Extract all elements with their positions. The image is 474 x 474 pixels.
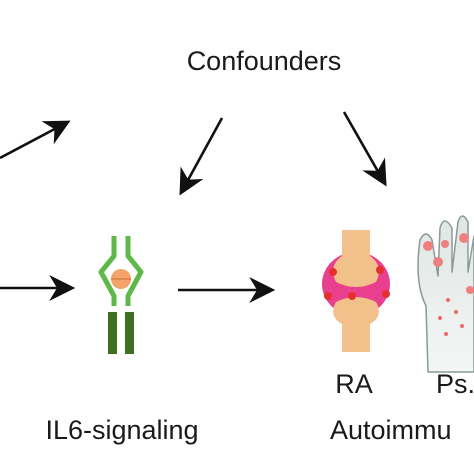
joint-icon: [322, 230, 390, 352]
arrow-confounders-to-autoimmune: [342, 111, 387, 187]
arrow-confounders-to-il6: [179, 117, 224, 196]
ra-label: RA: [335, 369, 373, 399]
il6-signaling-label: IL6-signaling: [45, 415, 198, 445]
confounders-label: Confounders: [187, 46, 342, 76]
ps-label: Ps.: [436, 369, 474, 399]
arrow-instrument-to-confounders: [0, 120, 71, 160]
autoimmune-label: Autoimmu: [330, 415, 452, 445]
il6-receptor-icon: [98, 236, 144, 354]
hand-icon: [417, 215, 474, 373]
